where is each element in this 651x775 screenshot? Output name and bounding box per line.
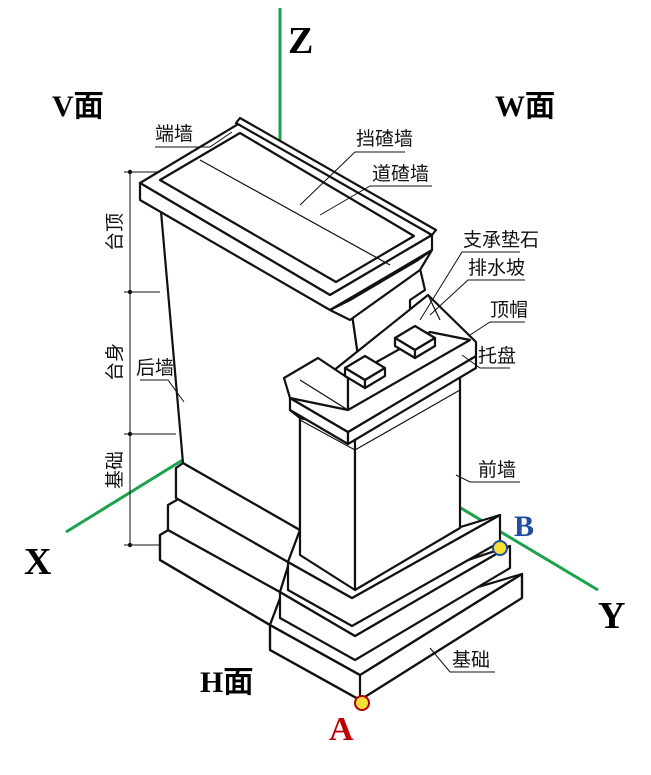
ballast-inner-line: [199, 159, 391, 266]
dimension-dot-4: [127, 542, 133, 548]
point-a-label: A: [329, 711, 354, 748]
foundation-blocks: [158, 461, 524, 702]
label-front-wall: 前墙: [478, 459, 516, 481]
h-plane-label: H面: [200, 666, 253, 699]
point-b-label: B: [514, 510, 534, 543]
label-corbel: 托盘: [478, 345, 516, 367]
leader-front-wall: [455, 474, 520, 483]
end-wall-lip: [234, 116, 438, 237]
x-axis-label: X: [24, 541, 51, 583]
ballast-trough: [138, 116, 438, 322]
label-bearing-pad: 支承垫石: [463, 229, 539, 251]
drainage-ridge: [299, 339, 471, 411]
cap-back-edge: [427, 294, 441, 321]
point-b: B: [492, 510, 534, 556]
label-drainage-slope: 排水坡: [468, 257, 525, 279]
leader-corbel: [461, 354, 510, 369]
dimension-line: 台顶 台身 基础: [104, 169, 176, 548]
bearing-pad-2-right: [413, 336, 437, 360]
point-b-marker: [492, 540, 508, 556]
leader-ballast-retaining-wall: [299, 151, 405, 206]
dimension-label-foundation: 基础: [104, 451, 126, 489]
leader-top-cap: [469, 321, 525, 336]
part-labels: 端墙 挡碴墙 道碴墙 支承垫石 排水坡 顶帽 托盘 前墙 后墙 基础: [136, 123, 539, 671]
corbel-bottom: [299, 389, 461, 451]
bearing-pad-1-right: [363, 366, 387, 390]
label-ballast-retaining-wall: 挡碴墙: [356, 128, 413, 150]
leader-back-wall: [140, 379, 185, 403]
w-plane-label: W面: [495, 90, 555, 123]
label-back-wall: 后墙: [136, 357, 174, 379]
label-top-cap: 顶帽: [490, 299, 528, 321]
label-end-wall: 端墙: [155, 123, 193, 145]
dimension-dot-1: [127, 169, 133, 175]
dimension-label-top: 台顶: [104, 213, 126, 251]
trough-underside: [328, 248, 434, 322]
label-foundation: 基础: [452, 649, 490, 671]
label-ballast-wall: 道碴墙: [372, 163, 429, 185]
foundation-step-1-edges: [158, 535, 524, 702]
top-cap: [282, 293, 478, 451]
z-axis-label: Z: [288, 20, 313, 62]
leader-foundation: [429, 647, 495, 673]
body-base-line: [182, 462, 301, 531]
y-axis-label: Y: [598, 595, 625, 637]
dimension-dot-2: [127, 289, 133, 295]
dimension-dot-3: [127, 431, 133, 437]
leader-bearing-pad: [419, 251, 520, 321]
leader-lines: [140, 131, 525, 673]
leader-ballast-wall: [319, 185, 432, 216]
dimension-label-body: 台身: [104, 343, 126, 381]
leader-end-wall: [155, 131, 233, 148]
point-a: A: [329, 695, 370, 748]
point-a-marker: [354, 695, 370, 711]
bearing-pads: [343, 324, 437, 390]
v-plane-label: V面: [52, 90, 104, 123]
leader-drainage-slope: [429, 279, 525, 316]
